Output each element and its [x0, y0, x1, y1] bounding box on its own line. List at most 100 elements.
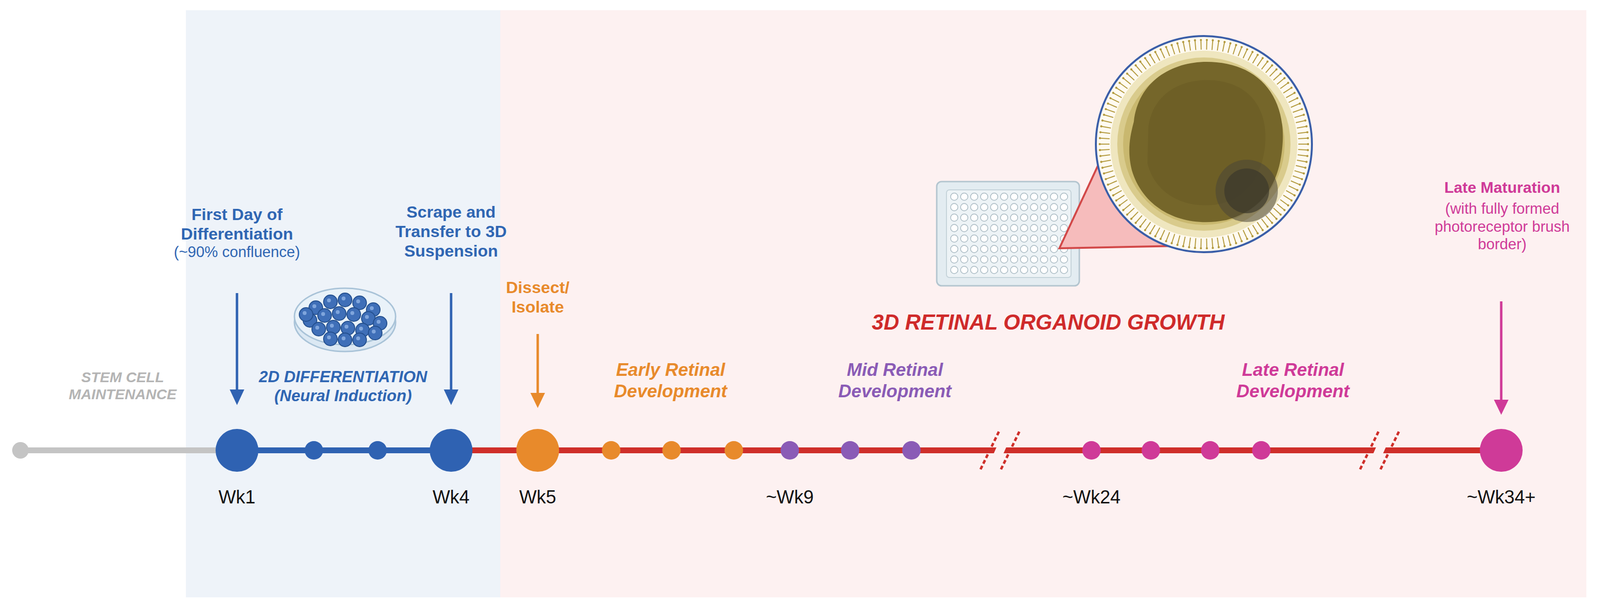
- week-label: ~Wk34+: [1428, 486, 1575, 508]
- brush-border: [1292, 109, 1303, 113]
- break-mark: [1000, 431, 1020, 470]
- brush-tip: [1099, 154, 1102, 157]
- brush-border: [1286, 92, 1295, 98]
- brush-tip: [1134, 221, 1137, 224]
- annotation-label: (with fully formed photoreceptor brush b…: [1433, 200, 1572, 254]
- timepoint-node: Wk1: [163, 428, 310, 508]
- brush-border: [1257, 57, 1263, 67]
- brush-border: [1227, 43, 1231, 53]
- break-mark: [980, 431, 1000, 470]
- brush-tip: [1159, 237, 1162, 240]
- well: [990, 266, 999, 274]
- brush-tip: [1300, 108, 1303, 110]
- well: [1010, 266, 1019, 274]
- brush-border: [1145, 57, 1151, 67]
- timepoint-circle: [429, 428, 473, 472]
- brush-border: [1171, 234, 1175, 244]
- brush-border: [1149, 54, 1155, 64]
- brush-border: [1265, 215, 1273, 223]
- well: [950, 203, 959, 211]
- brush-border: [1292, 175, 1303, 180]
- well: [1000, 203, 1008, 211]
- well: [1010, 245, 1019, 253]
- brush-border: [1177, 235, 1181, 245]
- timeline-dot: [1141, 440, 1161, 460]
- brush-tip: [1279, 213, 1282, 216]
- brush-tip: [1104, 108, 1107, 110]
- brush-tip: [1251, 235, 1254, 237]
- well: [1020, 224, 1028, 232]
- brush-tip: [1111, 194, 1114, 197]
- brush-border: [1252, 224, 1258, 234]
- brush-border: [1233, 234, 1237, 244]
- well: [1050, 255, 1058, 264]
- brush-tip: [1293, 194, 1296, 197]
- annotation-label: Late Maturation: [1419, 178, 1585, 198]
- well: [990, 224, 999, 232]
- well: [950, 224, 959, 232]
- timepoint-circle: [1479, 428, 1523, 472]
- well: [980, 235, 988, 243]
- brush-border: [1110, 185, 1120, 191]
- brush-border: [1206, 39, 1208, 50]
- brush-border: [1140, 218, 1146, 227]
- brush-border: [1102, 165, 1112, 168]
- cell-nucleus: [335, 309, 340, 314]
- brush-border: [1283, 87, 1292, 93]
- well: [1030, 266, 1038, 274]
- cell-nucleus: [327, 335, 331, 340]
- brush-border: [1298, 149, 1309, 150]
- brush-tip: [1205, 38, 1208, 41]
- brush-tip: [1148, 54, 1151, 56]
- brush-border: [1101, 126, 1111, 128]
- brush-tip: [1164, 45, 1167, 48]
- well: [1040, 224, 1048, 232]
- timeline-dot: [601, 440, 621, 460]
- brush-border: [1243, 49, 1248, 58]
- brush-tip: [1298, 183, 1301, 186]
- timepoint-circle: [780, 440, 800, 460]
- brush-tip: [1305, 160, 1308, 163]
- brush-border: [1212, 40, 1214, 51]
- brush-tip: [1130, 217, 1133, 220]
- well: [1010, 193, 1019, 201]
- brush-border: [1123, 203, 1131, 211]
- well: [1000, 235, 1008, 243]
- brush-border: [1233, 44, 1237, 55]
- brush-border: [1294, 114, 1304, 118]
- brush-tip: [1100, 125, 1103, 128]
- brush-border: [1104, 114, 1114, 118]
- well: [1000, 245, 1008, 253]
- brush-tip: [1223, 40, 1226, 43]
- brush-border: [1227, 235, 1231, 245]
- well: [970, 235, 979, 243]
- brush-border: [1183, 236, 1186, 247]
- well: [990, 203, 999, 211]
- brush-tip: [1235, 241, 1237, 244]
- brush-tip: [1126, 72, 1128, 75]
- brush-border: [1160, 49, 1165, 58]
- brush-tip: [1115, 199, 1118, 201]
- well: [950, 266, 959, 274]
- stem-dot: [12, 441, 29, 459]
- brush-border: [1243, 229, 1248, 239]
- brush-border: [1237, 232, 1242, 242]
- timepoint-circle: [1082, 440, 1101, 460]
- well-plate: [936, 181, 1080, 286]
- brush-border: [1113, 92, 1122, 98]
- brush-border: [1276, 78, 1285, 85]
- brush-border: [1217, 237, 1219, 248]
- well: [960, 266, 968, 274]
- annotation-label: Mid Retinal Development: [824, 359, 966, 402]
- brush-border: [1119, 199, 1128, 206]
- well: [1000, 266, 1008, 274]
- well: [970, 266, 979, 274]
- cell: [346, 307, 361, 322]
- brush-tip: [1176, 243, 1179, 246]
- break-gap: [989, 436, 1011, 464]
- brush-border: [1295, 120, 1306, 124]
- brush-tip: [1099, 130, 1102, 133]
- brush-border: [1257, 221, 1263, 231]
- brush-border: [1149, 224, 1155, 234]
